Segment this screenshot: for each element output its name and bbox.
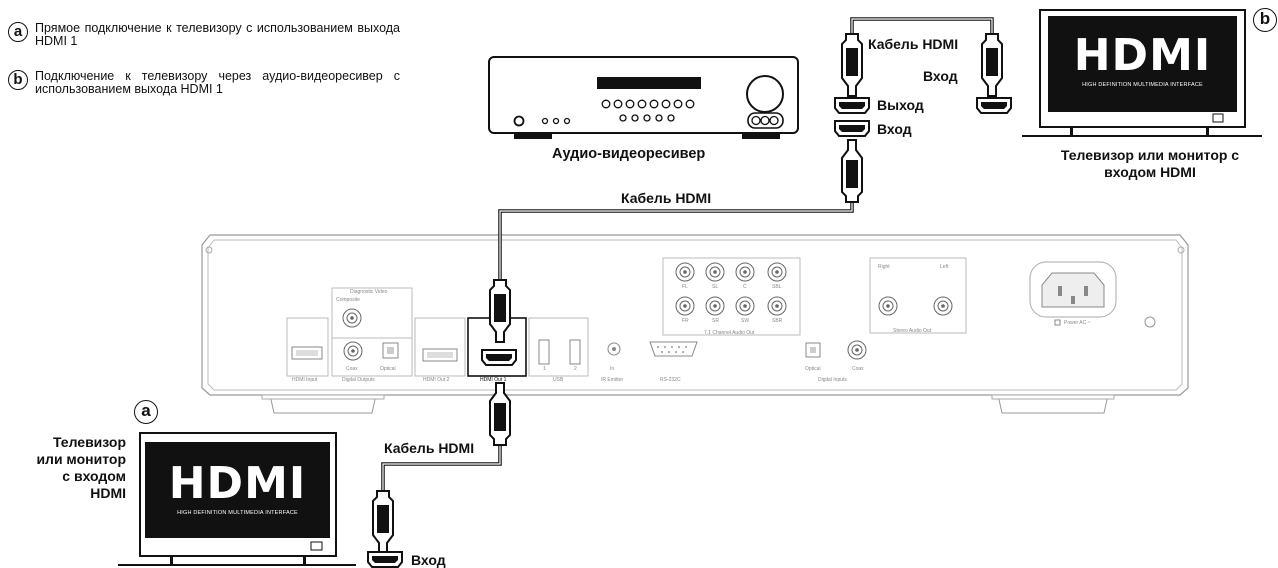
tva-cable-label: Кабель HDMI <box>384 440 475 456</box>
panel-rs232c: RS-232C <box>660 377 681 383</box>
tva-logo-sub: HIGH DEFINITION MULTIMEDIA INTERFACE <box>177 510 298 516</box>
panel-diagnostic-video: Diagnostic Video <box>350 289 388 295</box>
receiver-output-label: Выход <box>877 97 924 113</box>
middle-cable-label: Кабель HDMI <box>621 190 712 206</box>
tvb-cable-label: Кабель HDMI <box>868 36 959 52</box>
panel-composite: Composite <box>336 297 360 303</box>
receiver-output-port <box>834 97 870 114</box>
legend-text-b: Подключение к телевизору через аудио-вид… <box>35 69 400 96</box>
tva-hdmi-port <box>367 551 403 568</box>
panel-ch-sl: SL <box>712 284 719 290</box>
tvb-badge: b <box>1253 8 1277 32</box>
panel-optical-in: Optical <box>805 366 821 372</box>
player-rear-panel <box>201 234 1189 414</box>
tvb-logo: HDMI <box>1073 30 1212 81</box>
legend-badge-a: a <box>8 22 28 42</box>
receiver-label: Аудио-видеоресивер <box>552 146 706 162</box>
panel-ir-in: In <box>610 366 615 372</box>
tv-b <box>1022 9 1262 137</box>
tva-input-label: Вход <box>411 552 446 568</box>
panel-ch-fl: FL <box>682 284 688 290</box>
panel-coax-in: Coax <box>852 366 864 372</box>
tvb-hdmi-port <box>976 97 1012 114</box>
panel-ch-sr: SR <box>712 318 719 324</box>
panel-usb: USB <box>553 377 564 383</box>
panel-ch-fr: FR <box>682 318 689 324</box>
legend-badge-b: b <box>8 70 28 90</box>
panel-hdmi-out-1: HDMI Out 1 <box>480 377 507 383</box>
panel-ch-c: C <box>743 284 747 290</box>
panel-left: Left <box>940 264 949 270</box>
tva-label-line1: Телевизор <box>52 434 126 450</box>
panel-ch-sbl: SBL <box>772 284 782 290</box>
panel-coax-out: Coax <box>346 366 358 372</box>
tva-logo: HDMI <box>168 458 307 509</box>
panel-power-ac: Power AC ~ <box>1064 320 1091 326</box>
tva-label-line3: с входом <box>62 468 126 484</box>
panel-optical-out: Optical <box>380 366 396 372</box>
panel-right: Right <box>878 264 890 270</box>
receiver-input-label: Вход <box>877 121 912 137</box>
tvb-logo-sub: HIGH DEFINITION MULTIMEDIA INTERFACE <box>1082 82 1203 88</box>
panel-ch-sw: SW <box>741 318 750 324</box>
panel-digital-inputs: Digital Inputs <box>818 377 847 383</box>
tva-cable-plug <box>372 490 394 554</box>
panel-ir-emitter: IR Emitter <box>601 377 624 383</box>
panel-stereo-audio-out: Stereo Audio Out <box>893 328 932 334</box>
legend-item-a: a Прямое подключение к телевизору с испо… <box>8 22 400 48</box>
tva-badge: a <box>134 400 158 424</box>
panel-usb-2: 2 <box>574 366 577 372</box>
tv-a <box>118 432 356 566</box>
panel-hdmi-out-2: HDMI Out 2 <box>423 377 450 383</box>
tva-label-line2: или монитор <box>36 451 126 467</box>
tvb-label-line1: Телевизор или монитор с <box>1060 147 1240 163</box>
panel-digital-outputs: Digital Outputs <box>342 377 375 383</box>
receiver-input-plug <box>841 139 863 203</box>
receiver-input-port <box>834 120 870 137</box>
legend-text-a: Прямое подключение к телевизору с исполь… <box>35 21 400 48</box>
tvb-cable-plug-left <box>841 33 863 97</box>
tva-label-line4: HDMI <box>90 485 126 501</box>
tvb-cable-plug-right <box>981 33 1003 97</box>
panel-hdmi-input: HDMI Input <box>292 377 318 383</box>
av-receiver <box>488 56 799 139</box>
tvb-label-line2: входом HDMI <box>1104 164 1196 180</box>
panel-ch-sbr: SBR <box>772 318 783 324</box>
panel-usb-1: 1 <box>543 366 546 372</box>
panel-ch71: 7.1 Channel Audio Out <box>704 330 755 336</box>
legend-item-b: b Подключение к телевизору через аудио-в… <box>8 70 400 96</box>
tvb-input-label: Вход <box>923 68 958 84</box>
